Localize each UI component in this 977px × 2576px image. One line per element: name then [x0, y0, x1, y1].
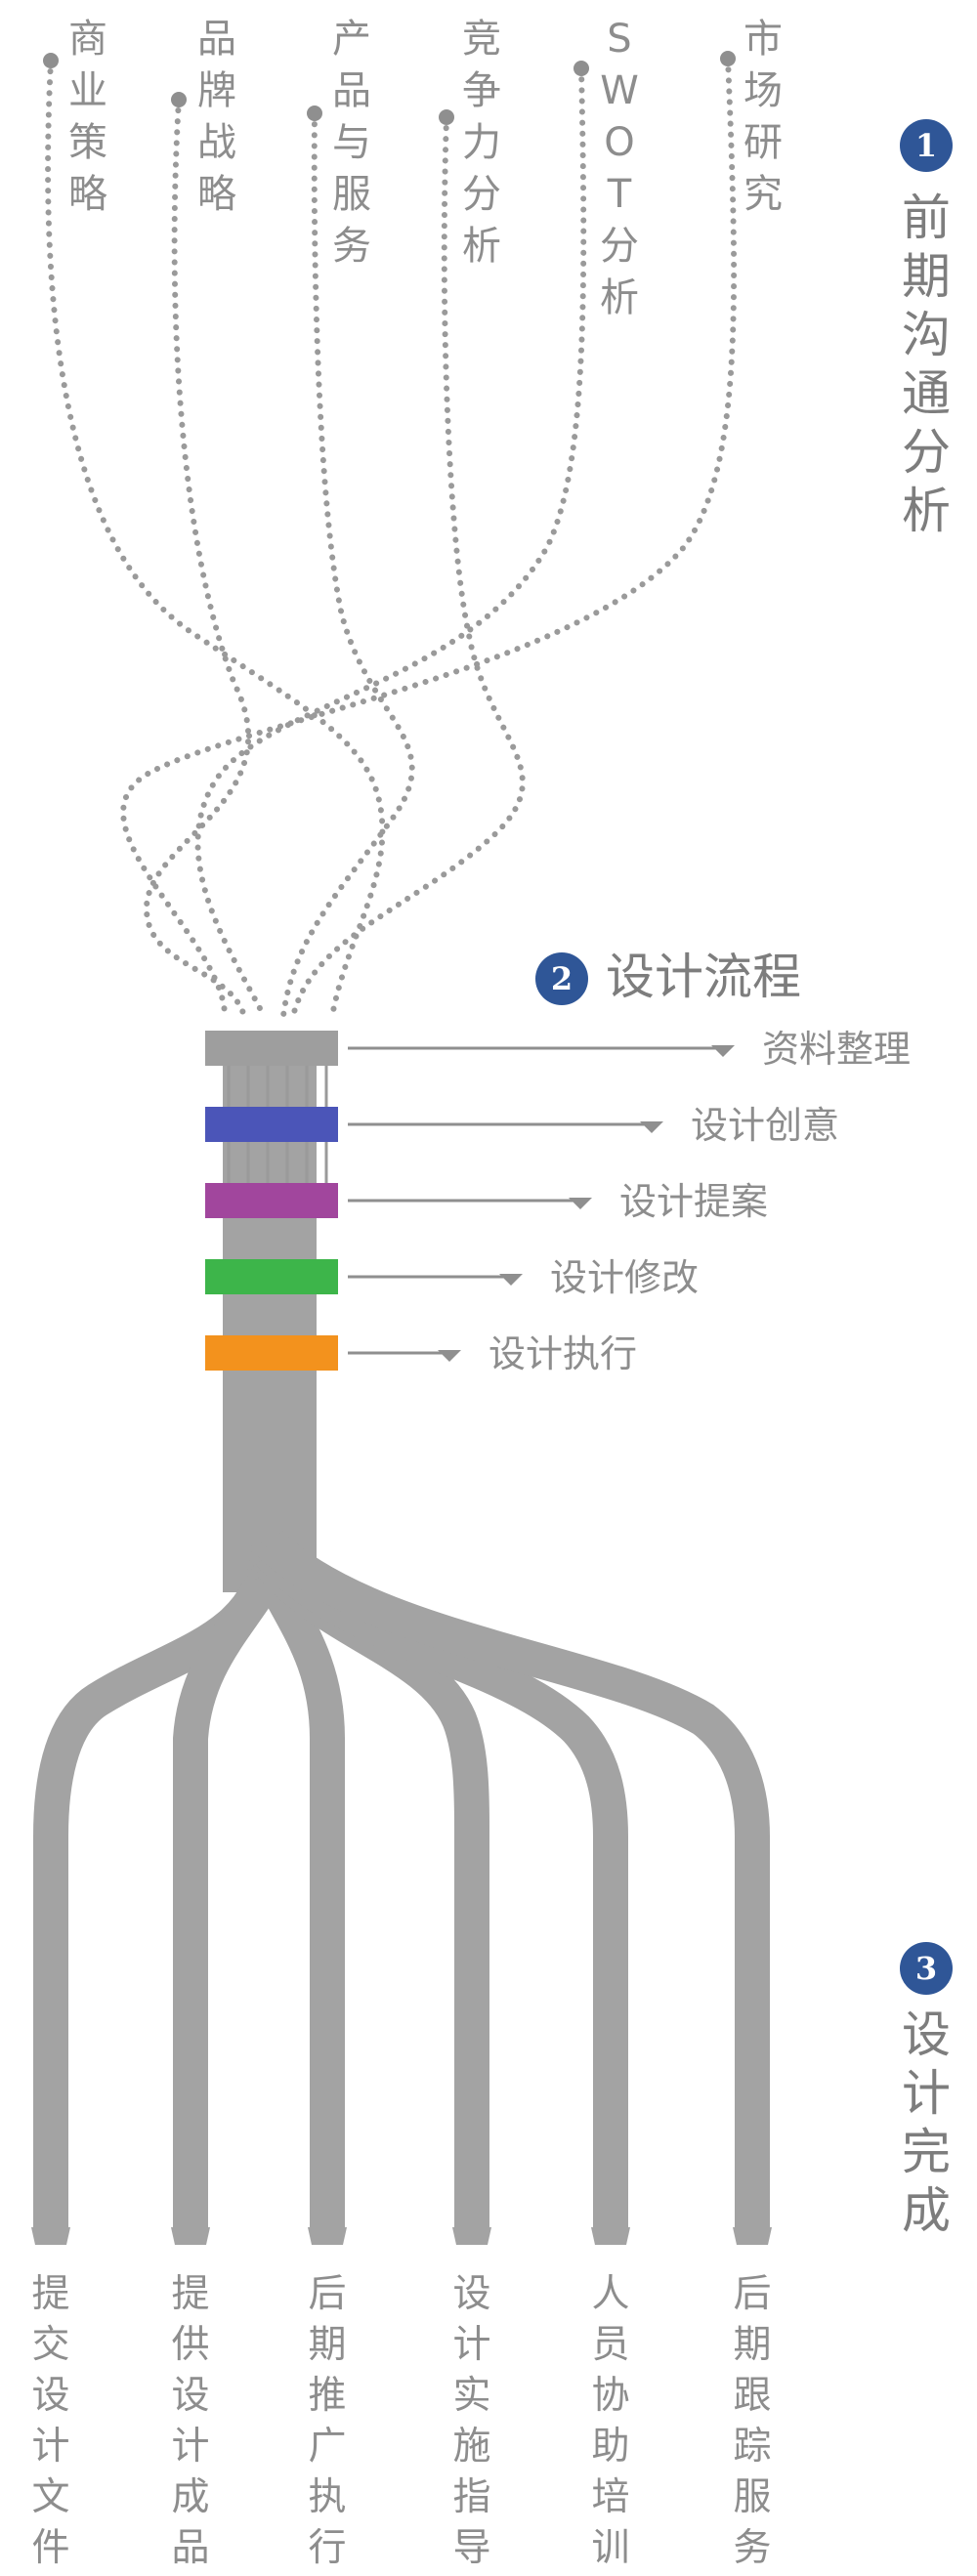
dot-2: [171, 92, 187, 107]
stage1-title: 前期沟通分析: [902, 190, 951, 539]
dotted-line-1: [45, 58, 386, 1019]
stage1-badge: 1: [900, 119, 953, 172]
dotted-line-3: [280, 110, 415, 1019]
process-steps: [205, 1031, 338, 1371]
dotted-line-2: [143, 97, 252, 1019]
tip-1: [31, 2227, 70, 2245]
step-label-organize: 资料整理: [762, 1028, 912, 1071]
bottom-label-follow-up: 后期跟踪服务: [733, 2272, 772, 2570]
step-label-execution: 设计执行: [488, 1332, 638, 1375]
top-label-brand-strategy: 品牌战略: [197, 17, 236, 217]
tip-3: [308, 2227, 347, 2245]
step-label-creative: 设计创意: [691, 1104, 840, 1147]
stage3-badge: 3: [900, 1942, 953, 1995]
stage2-badge: 2: [535, 952, 588, 1005]
dot-1: [43, 53, 59, 68]
dotted-connection-lines: [45, 56, 738, 1019]
bottom-label-deliver-products: 提供设计成品: [171, 2272, 210, 2570]
step-marker-creative: [640, 1121, 663, 1133]
step-marker-execution: [438, 1350, 461, 1362]
branch-tips: [31, 2227, 772, 2245]
dotted-line-5: [194, 65, 587, 1019]
step-bar-proposal: [205, 1183, 338, 1218]
tip-5: [591, 2227, 630, 2245]
top-label-swot-analysis: SWOT分析: [600, 17, 639, 320]
branches: [33, 1530, 770, 2227]
bottom-label-promotion: 后期推广执行: [308, 2272, 347, 2570]
step-marker-proposal: [569, 1198, 592, 1209]
dot-5: [573, 61, 589, 76]
tip-6: [733, 2227, 772, 2245]
dot-3: [307, 106, 322, 121]
step-marker-revision: [499, 1274, 523, 1286]
top-label-business-strategy: 商业策略: [68, 17, 107, 217]
step-marker-organize: [711, 1045, 735, 1057]
bottom-label-implementation-guidance: 设计实施指导: [452, 2272, 491, 2570]
stage2-title: 设计流程: [606, 949, 801, 1005]
top-label-products-services: 产品与服务: [332, 17, 371, 269]
dotted-line-6: [120, 56, 738, 1019]
tip-2: [171, 2227, 210, 2245]
step-bar-organize: [205, 1031, 338, 1066]
top-label-competitive-analysis: 竞争力分析: [462, 17, 501, 269]
tip-4: [452, 2227, 491, 2245]
branch-2: [173, 1564, 285, 2227]
dotted-line-4: [290, 114, 526, 1019]
branch-3: [253, 1565, 345, 2227]
step-bar-revision: [205, 1259, 338, 1294]
step-bar-creative: [205, 1107, 338, 1142]
branch-6: [257, 1530, 770, 2227]
dot-4: [439, 109, 454, 125]
top-label-market-research: 市场研究: [743, 17, 783, 217]
step-bar-execution: [205, 1335, 338, 1371]
top-dots: [43, 51, 736, 125]
bottom-label-staff-training: 人员协助培训: [591, 2272, 630, 2570]
bottom-label-submit-files: 提交设计文件: [31, 2272, 70, 2570]
step-label-revision: 设计修改: [550, 1256, 700, 1299]
step-label-proposal: 设计提案: [619, 1180, 769, 1223]
stage3-title: 设计完成: [902, 2006, 951, 2239]
dot-6: [720, 51, 736, 66]
